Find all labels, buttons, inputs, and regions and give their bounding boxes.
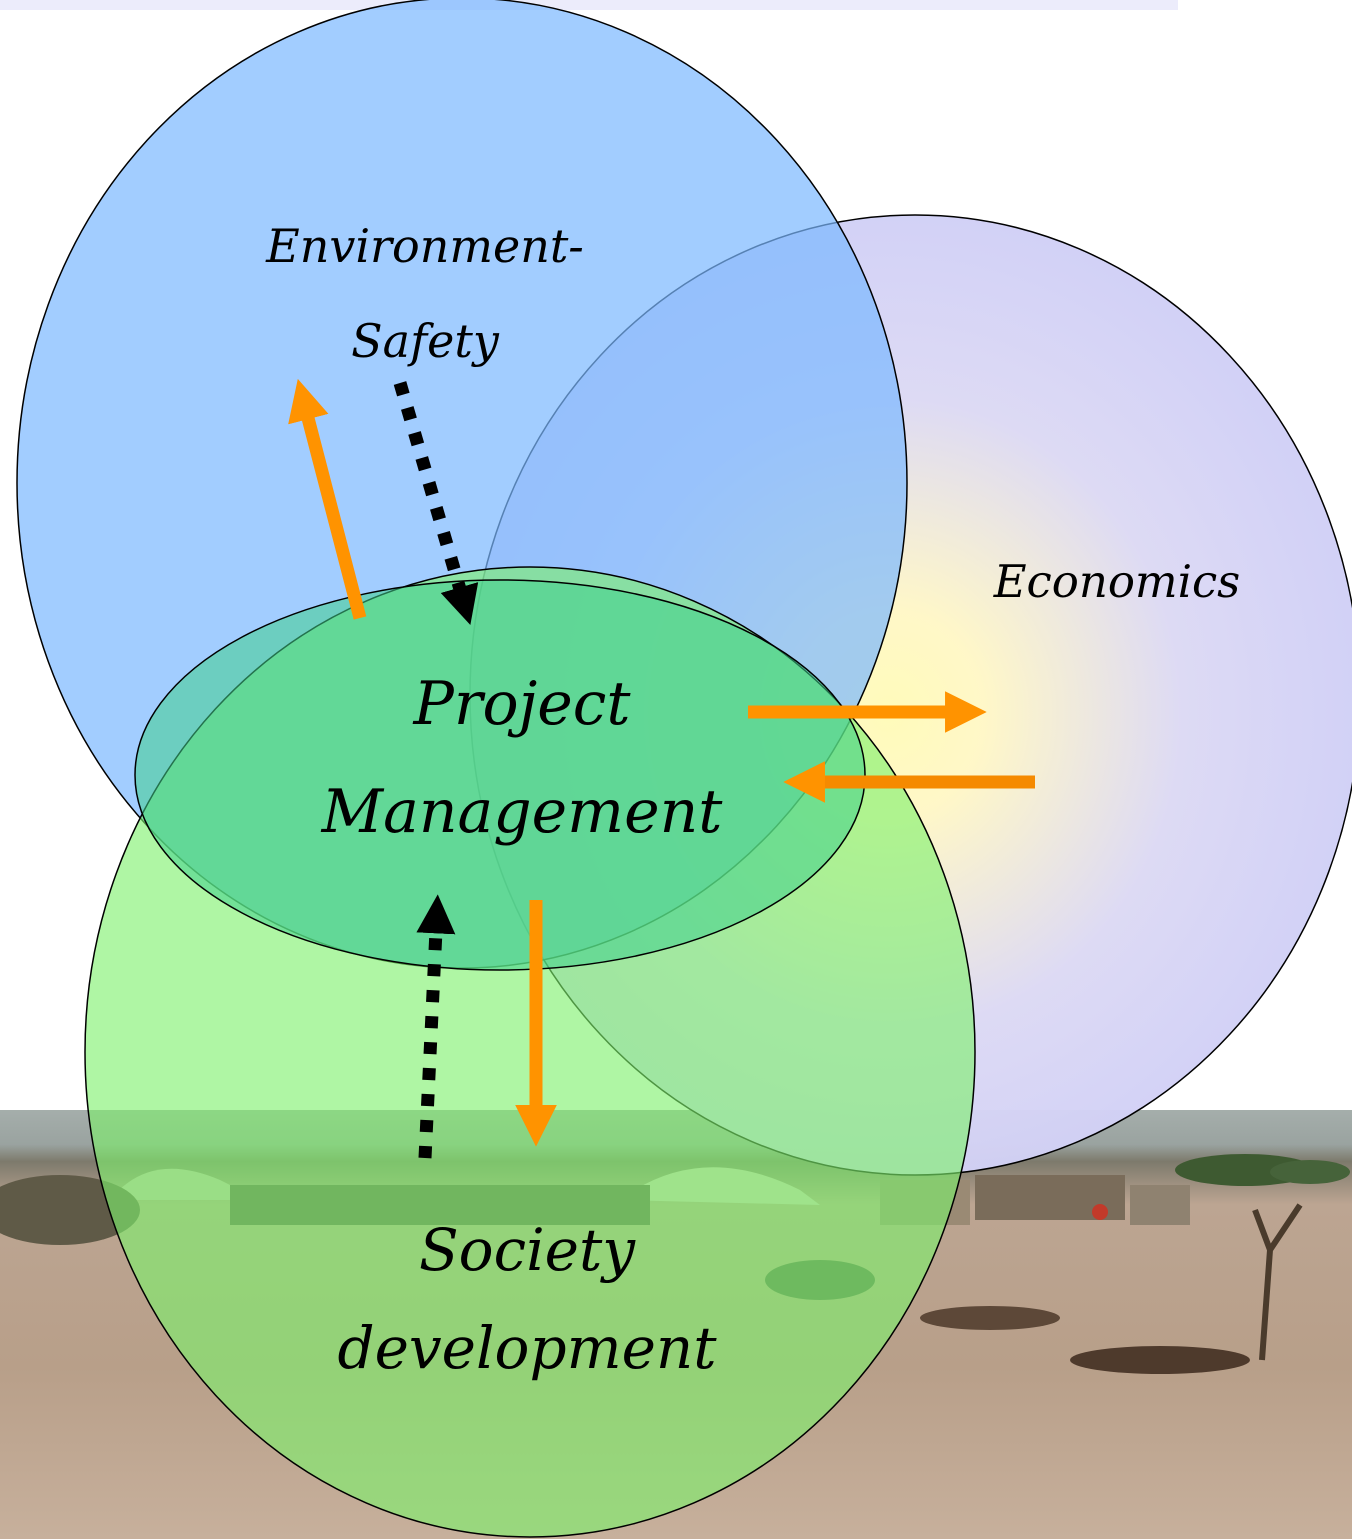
project-management-circle — [134, 579, 866, 971]
project-management-label-line2: Management — [321, 777, 724, 847]
economics-label: Economics — [993, 555, 1241, 608]
society-development-label-line2: development — [337, 1314, 717, 1382]
top-band — [0, 0, 1178, 10]
environment-safety-label-line1: Environment- — [265, 219, 584, 273]
environment-safety-label-line2: Safety — [351, 314, 500, 368]
arrow-to-environment — [288, 378, 367, 620]
society-development-label-line1: Society — [419, 1216, 636, 1284]
project-management-label-line1: Project — [412, 669, 631, 739]
